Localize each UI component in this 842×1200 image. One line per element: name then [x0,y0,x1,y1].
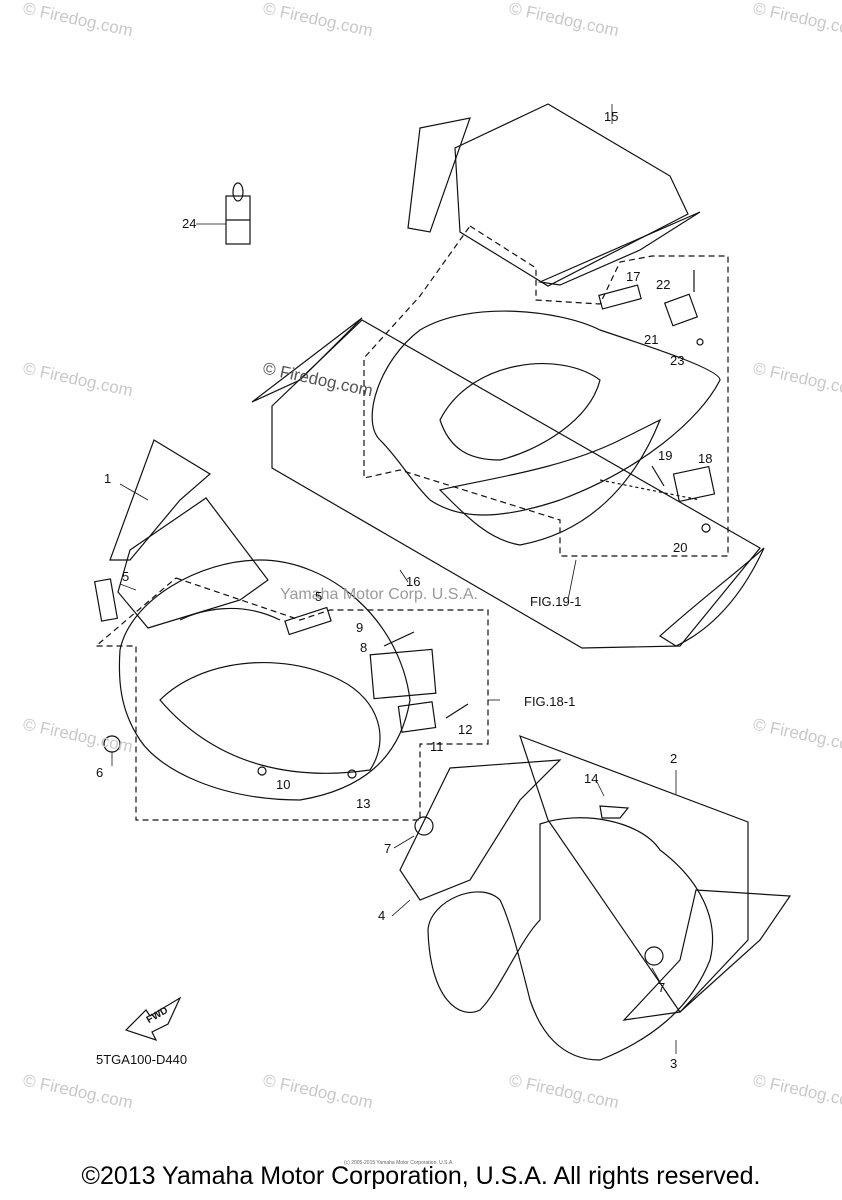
callout-11: 11 [430,739,444,754]
callout-3: 3 [670,1056,678,1071]
decal-15-left-stripe [407,117,471,233]
decal-16-left-tip [251,317,363,403]
fwd-arrow [124,996,182,1042]
emblem-17 [598,284,642,310]
callout-6: 6 [96,765,104,780]
emblem-5b [284,606,332,636]
decal-3 [622,889,792,1021]
callout-12: 12 [458,722,473,737]
callout-17: 17 [626,269,641,284]
callout-10: 10 [276,777,291,792]
plate-11 [397,701,437,733]
callout-13: 13 [356,796,371,811]
rear-fender [371,310,721,516]
front-fender [118,559,411,801]
fig-ref-19: FIG.19-1 [530,594,582,609]
callout-8: 8 [360,640,368,655]
decal-outline-16 [271,319,761,649]
callout-19: 19 [658,448,673,463]
callout-18: 18 [698,451,713,466]
callout-14: 14 [584,771,599,786]
emblem-5a [93,578,119,622]
side-cover-2 [427,817,714,1061]
decal-outline-15 [454,103,689,287]
callout-20: 20 [673,540,688,555]
fig18-dashed-box [94,577,489,821]
diagram-code: 5TGA100-D440 [96,1052,188,1067]
callout-21: 21 [644,332,659,347]
callout-1: 1 [104,471,112,486]
decal-4 [399,759,562,901]
fig-ref-18: FIG.18-1 [524,694,576,709]
callout-22: 22 [656,277,671,292]
decal-16-right-graphic [659,547,765,647]
rear-fender-inner [439,363,601,461]
fig19-dashed-box [363,225,729,557]
rear-fender-lower [438,418,662,546]
callout-7b: 7 [658,980,666,995]
decal-outline-2 [519,734,749,1013]
plate-8 [369,648,437,700]
plate-18 [672,465,716,503]
callout-2: 2 [670,751,678,766]
callout-24: 24 [182,216,197,231]
grommet-7a [414,816,434,836]
callout-9: 9 [356,620,364,635]
callout-15: 15 [604,109,619,124]
callout-5a: 5 [122,569,130,584]
callout-23: 23 [670,353,685,368]
fine-print: (c) 2005-2015 Yamaha Motor Corporation, … [344,1160,454,1166]
decal-outline-1 [117,497,269,629]
decal-14 [599,805,630,819]
front-fender-inner [159,661,381,774]
decal-1 [109,439,212,561]
callout-16: 16 [406,574,421,589]
callout-5b: 5 [315,589,323,604]
center-watermark: Yamaha Motor Corp. U.S.A. [280,586,478,603]
callout-7a: 7 [384,841,392,856]
leader-18 [599,479,701,501]
grommet-7b [644,946,664,966]
plate-21 [663,293,699,327]
callout-4: 4 [378,908,386,923]
decal-15-right-stripe [537,211,701,286]
copyright-notice: ©2013 Yamaha Motor Corporation, U.S.A. A… [81,1162,761,1190]
